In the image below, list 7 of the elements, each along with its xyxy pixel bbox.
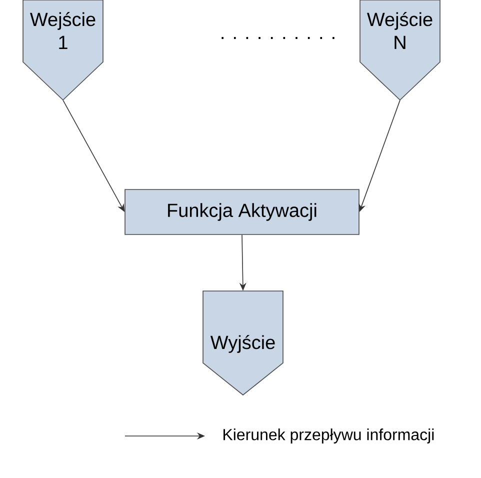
arrow xyxy=(62,100,125,212)
ellipsis-text: . . . . . . . . . . xyxy=(222,37,334,39)
pentagon-node: Wejście 1 xyxy=(22,0,104,101)
legend-text: Kierunek przepływu informacji xyxy=(224,428,434,444)
process-box: Funkcja Aktywacji xyxy=(124,189,360,235)
pentagon-node: Wyjście xyxy=(202,290,284,396)
pentagon-node: Wejście N xyxy=(360,0,440,101)
